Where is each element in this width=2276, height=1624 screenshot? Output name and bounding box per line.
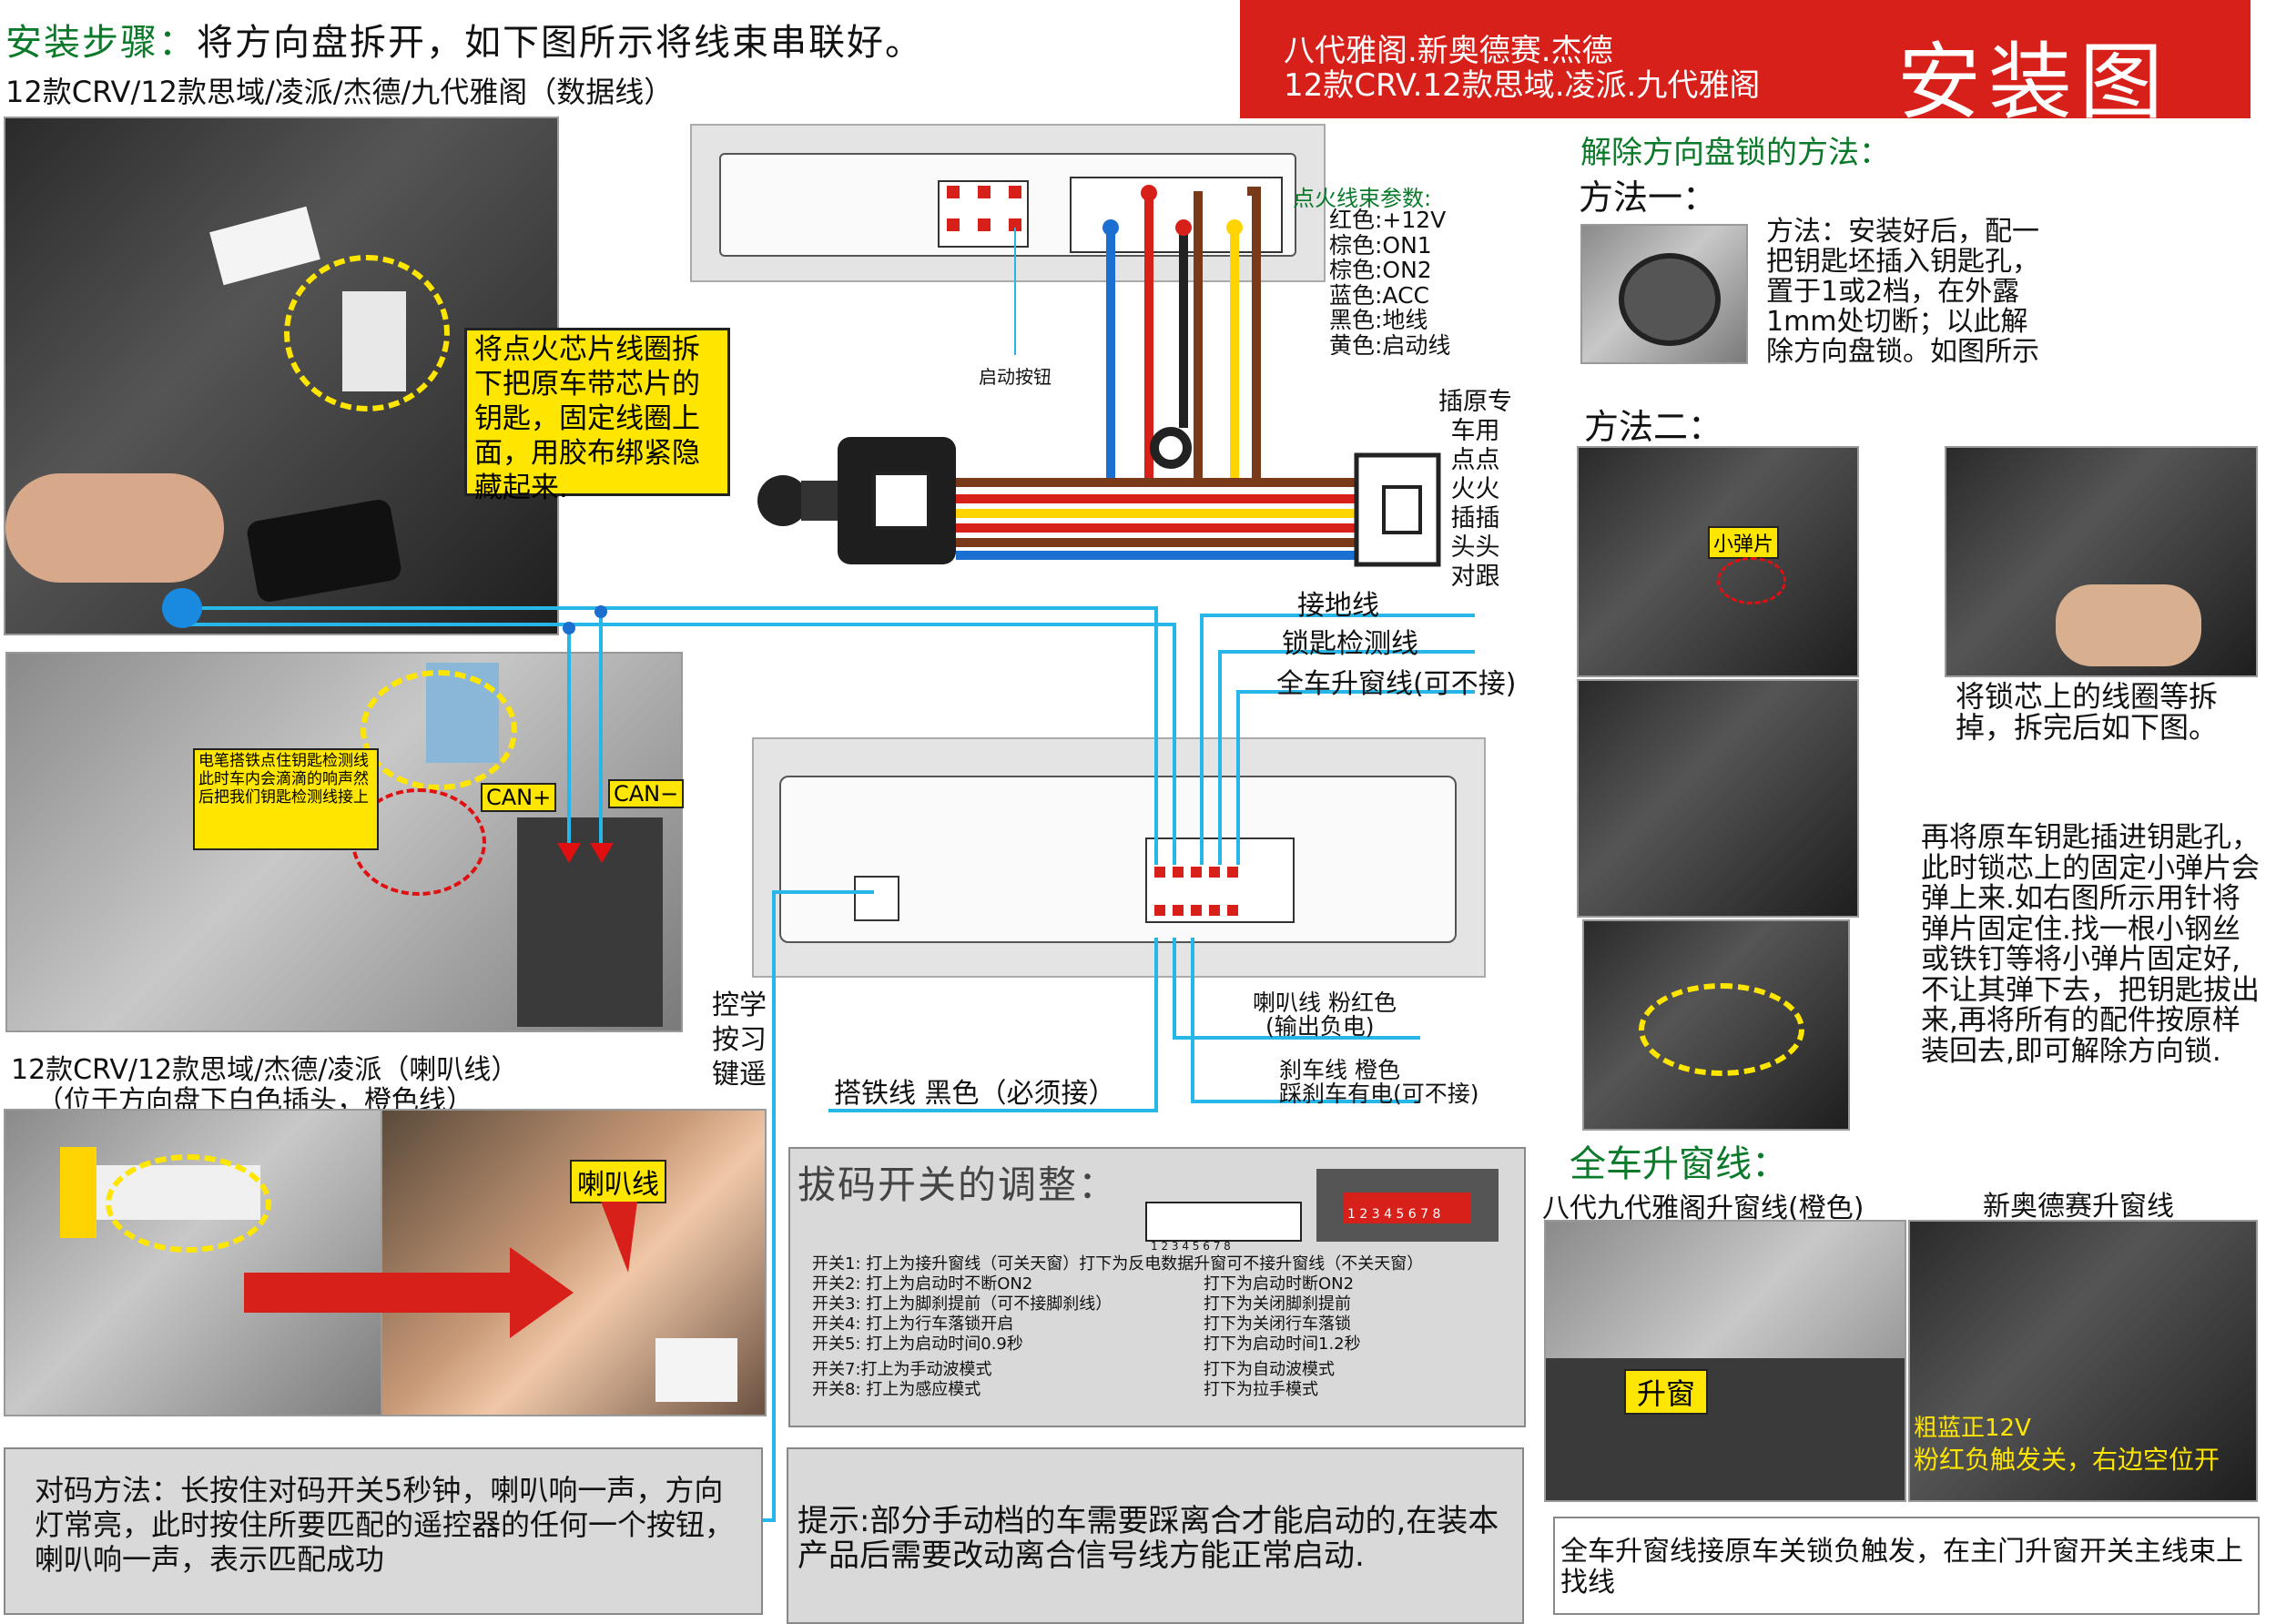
dip-row-8: 开关8: 打上为感应模式打下为拉手模式	[812, 1380, 1318, 1399]
dip-title: 拔码开关的调整：	[798, 1162, 1119, 1207]
method2-title: 方法二：	[1584, 407, 1723, 447]
tag-small-spring: 小弹片	[1708, 526, 1780, 559]
dip-rows: 开关1: 打上为接升窗线（可关天窗）打下为反电数据升窗可不接升窗线（不关天窗） …	[812, 1254, 1423, 1400]
param-brown1: 棕色:ON1	[1329, 231, 1432, 259]
banner-line1: 八代雅阁.新奥德赛.杰德	[1284, 33, 1613, 69]
ignition-module-diagram	[690, 124, 1326, 282]
dip-numbers-red: 1 2 3 4 5 6 7 8	[1347, 1207, 1441, 1222]
wire-label-horn-sub: (输出负电)	[1265, 1013, 1375, 1040]
tag-can-plus: CAN+	[481, 783, 557, 812]
odyssey-note-1: 粗蓝正12V	[1914, 1415, 2031, 1442]
dip-row-7: 开关7:打上为手动波模式打下为自动波模式	[812, 1360, 1335, 1379]
ignition-pins	[947, 186, 1021, 231]
page-title: 安装步骤：将方向盘拆开，如下图所示将线束串联好。	[5, 13, 923, 66]
dip-row-3: 开关3: 打上为脚刹提前（可不接脚刹线）打下为关闭脚刹提前	[812, 1294, 1351, 1314]
ignition-params-list: 红色:+12V 棕色:ON1 棕色:ON2 蓝色:ACC 黑色:地线 黄色:启动…	[1329, 208, 1450, 358]
wire-label-brake-sub: 踩刹车有电(可不接)	[1279, 1081, 1479, 1107]
param-brown2: 棕色:ON2	[1329, 257, 1432, 283]
photo-accord-window	[1544, 1220, 1906, 1502]
method1-text: 方法：安装好后，配一把钥匙坯插入钥匙孔，置于1或2档，在外露1mm处切断；以此解…	[1766, 216, 2039, 368]
title-prefix: 安装步骤：	[5, 22, 197, 64]
param-yellow: 黄色:启动线	[1329, 331, 1451, 359]
dip-row-4: 开关4: 打上为行车落锁开启打下为关闭行车落锁	[812, 1314, 1351, 1334]
method1-title: 方法一：	[1579, 178, 1718, 218]
param-black: 黑色:地线	[1329, 307, 1428, 333]
highlight-circle-horn	[106, 1154, 271, 1253]
learn-button	[854, 876, 899, 921]
wire-label-ground-black: 搭铁线 黑色（必须接）	[834, 1078, 1116, 1110]
box-connector-pins	[1154, 867, 1238, 916]
start-button-label: 启动按钮	[979, 366, 1052, 388]
ignition-lock-icon	[757, 437, 956, 564]
unlock-long-text: 再将原车钥匙插进钥匙孔，此时锁芯上的固定小弹片会弹上来.如右图所示用针将弹片固定…	[1921, 821, 2260, 1068]
highlight-circle-coil	[284, 255, 450, 411]
dip-switch-white: 1 2 3 4 5 6 7 8	[1145, 1202, 1302, 1253]
note-ignition-coil: 将点火芯片线圈拆下把原车带芯片的钥匙，固定线圈上面，用胶布绑紧隐藏起来.	[464, 328, 730, 504]
wire-label-window: 全车升窗线(可不接)	[1276, 668, 1517, 700]
photo-spring-plate	[1577, 446, 1859, 677]
dip-row-1: 开关1: 打上为接升窗线（可关天窗）打下为反电数据升窗可不接升窗线（不关天窗）	[812, 1254, 1424, 1274]
title-banner: 八代雅阁.新奥德赛.杰德 12款CRV.12款思域.凌派.九代雅阁 安装图	[1240, 0, 2251, 131]
remove-coil-text: 将锁芯上的线圈等拆掉，拆完后如下图。	[1956, 679, 2219, 745]
window-bottom-note: 全车升窗线接原车关锁负触发，在主门升窗开关主线束上找线	[1553, 1517, 2260, 1615]
highlight-circle-connector	[361, 670, 517, 790]
banner-line2: 12款CRV.12款思域.凌派.九代雅阁	[1284, 67, 1761, 104]
photo-key-cylinder	[1580, 224, 1748, 364]
unlock-title: 解除方向盘锁的方法：	[1580, 135, 1890, 171]
ignition-params-title: 点火线束参数:	[1293, 186, 1432, 211]
dip-switch-red: 1 2 3 4 5 6 7 8	[1316, 1169, 1499, 1242]
original-plug-icon	[1354, 452, 1441, 567]
dip-row-5: 开关5: 打上为启动时间0.9秒打下为启动时间1.2秒	[812, 1335, 1361, 1354]
ignition-harness	[956, 187, 1356, 560]
pairing-instructions: 对码方法：长按住对码开关5秒钟，喇叭响一声，方向灯常亮，此时按住所要匹配的遥控器…	[4, 1447, 763, 1615]
wire-label-remote-learn: 控学 按习 键遥	[712, 990, 767, 1091]
horn-tag-arrow	[601, 1202, 637, 1273]
photo-cylinder-removed	[1577, 679, 1859, 918]
horn-title-1: 12款CRV/12款思域/杰德/凌派（喇叭线）	[11, 1054, 519, 1086]
window-wire-title: 全车升窗线：	[1570, 1143, 1788, 1185]
tip-box: 提示:部分手动档的车需要踩离合才能启动的,在装本产品后需要改动离合信号线方能正常…	[787, 1447, 1524, 1624]
param-red: 红色:+12V	[1329, 207, 1447, 233]
title-text: 将方向盘拆开，如下图所示将线束串联好。	[197, 22, 923, 64]
photo-odyssey-window	[1908, 1220, 2258, 1502]
photo-remove-coil	[1945, 446, 2258, 677]
dip-switch-panel: 拔码开关的调整： 1 2 3 4 5 6 7 8 1 2 3 4 5 6 7 8…	[788, 1147, 1526, 1427]
signal-lines	[182, 606, 1475, 1522]
wire-label-horn: 喇叭线 粉红色	[1253, 990, 1397, 1016]
highlight-spring	[1717, 557, 1786, 604]
wire-label-ground: 接地线	[1297, 590, 1379, 622]
dip-numbers-white: 1 2 3 4 5 6 7 8	[1151, 1240, 1231, 1253]
plug-label: 插原专 车用 点点 火火 插插 头头 对跟	[1438, 388, 1512, 591]
wire-label-lock-detect: 锁匙检测线	[1282, 628, 1418, 660]
tag-can-minus: CAN−	[608, 779, 685, 808]
tag-window: 升窗	[1624, 1369, 1709, 1415]
can-arrows	[557, 843, 614, 863]
control-box-diagram	[752, 737, 1486, 978]
horn-big-arrow	[244, 1247, 574, 1338]
note-key-detect: 电笔搭铁点住钥匙检测线此时车内会滴滴的响声然后把我们钥匙检测线接上	[193, 748, 379, 850]
param-blue: 蓝色:ACC	[1329, 281, 1429, 309]
page-subtitle: 12款CRV/12款思域/凌派/杰德/九代雅阁（数据线）	[5, 75, 674, 109]
highlight-fix-spring	[1639, 983, 1804, 1076]
window-left-caption: 八代九代雅阁升窗线(橙色)	[1542, 1193, 1864, 1224]
wire-label-brake: 刹车线 橙色	[1279, 1057, 1400, 1083]
window-right-caption: 新奥德赛升窗线	[1983, 1191, 2174, 1223]
banner-big-title: 安装图	[1897, 34, 2171, 131]
odyssey-note-2: 粉红负触发关，右边空位开	[1914, 1445, 2220, 1475]
